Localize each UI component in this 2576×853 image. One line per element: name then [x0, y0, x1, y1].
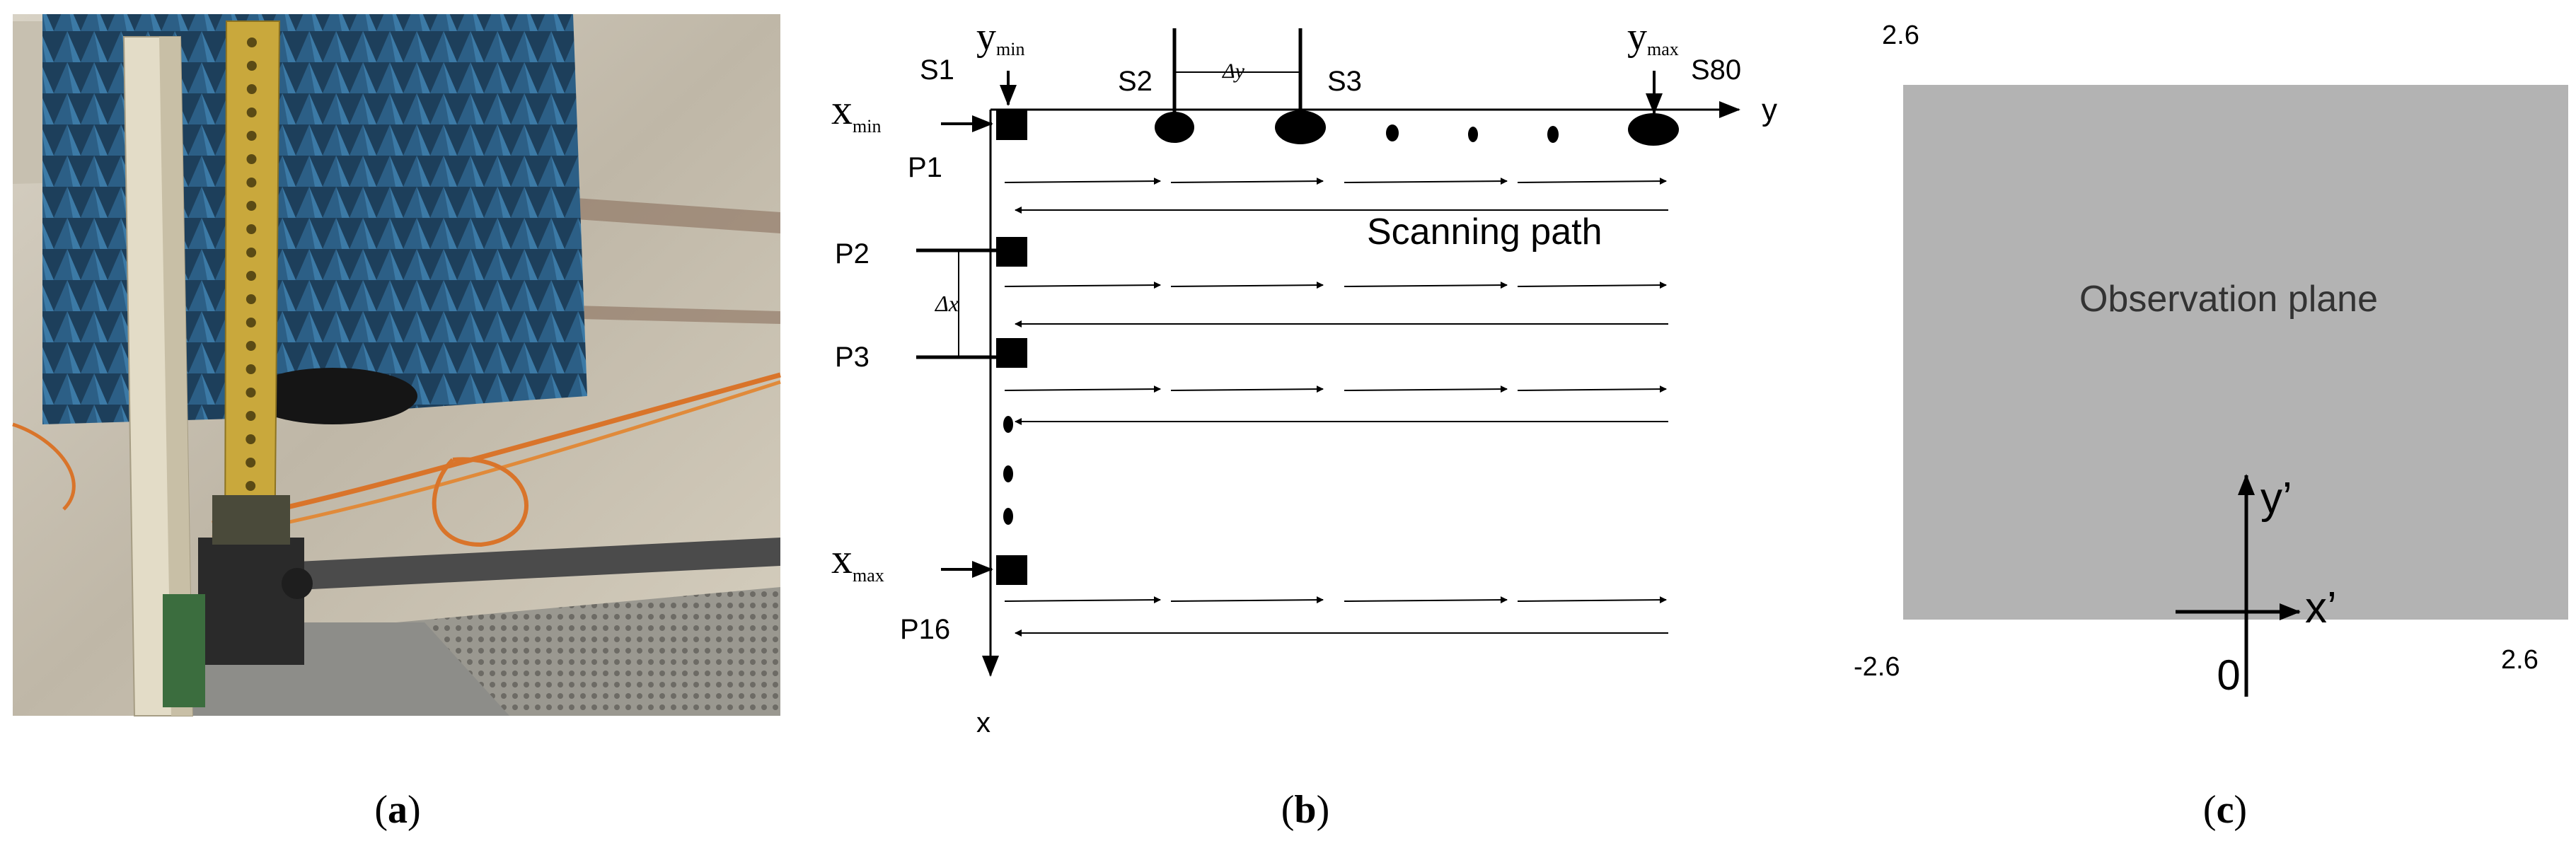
label-x-min: xmin	[831, 86, 881, 137]
scan-arrow-forward	[1344, 385, 1508, 393]
sensor-s3	[1275, 110, 1326, 144]
ellipsis-dot	[1003, 416, 1013, 433]
ellipsis-dot	[1468, 127, 1478, 142]
rail-hole	[246, 318, 256, 327]
photo-wooden-post-side	[159, 37, 192, 716]
label-top-value: 2.6	[1882, 21, 1919, 50]
label-p3: P3	[835, 342, 870, 373]
sensor-p1-s1	[996, 110, 1027, 140]
sensor-s80	[1628, 113, 1679, 146]
label-scanning-path: Scanning path	[1367, 211, 1602, 253]
rail-hole	[246, 458, 256, 468]
label-s2: S2	[1118, 66, 1153, 97]
scan-arrow-forward	[1517, 596, 1667, 604]
rail-hole	[246, 108, 257, 117]
photo-probe-connector	[212, 495, 290, 545]
rail-hole	[246, 224, 257, 234]
scan-arrow-forward	[1170, 596, 1324, 604]
label-delta-y: Δy	[1222, 59, 1245, 83]
caption-c: (c)	[2203, 788, 2247, 832]
scan-arrow-forward	[1517, 385, 1667, 393]
label-s80: S80	[1691, 54, 1741, 86]
scan-arrow-forward	[1517, 282, 1667, 289]
rail-hole	[246, 131, 257, 141]
scan-arrow-forward	[1170, 282, 1324, 289]
scan-arrow-forward	[1004, 178, 1161, 185]
caption-a: (a)	[374, 788, 420, 832]
rail-hole	[246, 178, 257, 187]
label-x-prime: x’	[2305, 584, 2337, 632]
photo-grating	[396, 587, 780, 716]
photo-clamp	[163, 594, 205, 707]
label-delta-x: Δx	[934, 291, 959, 316]
panel-c-diagram: Observation plane y’ x’ 0 2.6 -2.6 2.6	[1854, 21, 2568, 699]
sensor-p3	[996, 338, 1027, 368]
photo-probe-assembly	[198, 538, 304, 665]
scan-arrow-forward	[1004, 385, 1161, 393]
label-axis-y: y	[1762, 93, 1777, 127]
scan-arrow-forward	[1170, 178, 1324, 185]
label-s3: S3	[1327, 66, 1362, 97]
rail-hole	[246, 294, 256, 304]
label-y-min: ymin	[976, 15, 1024, 59]
label-right-value: 2.6	[2501, 645, 2539, 675]
rail-hole	[246, 388, 256, 398]
caption-b: (b)	[1281, 788, 1329, 832]
ellipsis-dot	[1386, 124, 1399, 141]
label-observation-plane: Observation plane	[2079, 279, 2378, 320]
photo-cable	[12, 422, 76, 511]
ellipsis-dot	[1003, 465, 1013, 482]
panel-a-photo	[12, 14, 781, 716]
ellipsis-dot	[1003, 508, 1013, 525]
rail-hole	[246, 434, 256, 444]
label-p16: P16	[900, 614, 950, 645]
photo-cable-loop	[432, 457, 529, 547]
rail-hole	[246, 364, 256, 374]
scan-arrow-forward	[1344, 178, 1508, 185]
observation-plane	[1903, 85, 2568, 620]
scan-arrow-forward	[1004, 596, 1161, 604]
label-y-max: ymax	[1627, 15, 1679, 59]
label-x-max: xmax	[831, 535, 884, 586]
panel-b-diagram: ymin ymax xmin xmax S1 S2 S3 S80 y x Δy …	[831, 15, 1777, 738]
label-s1: S1	[920, 54, 954, 86]
photo-knob	[282, 568, 313, 599]
rail-hole	[246, 248, 257, 257]
scan-arrow-forward	[1344, 282, 1508, 289]
rail-hole	[246, 481, 256, 491]
rail-hole	[246, 61, 257, 71]
photo-rail	[212, 538, 780, 594]
sensor-p16	[996, 555, 1027, 585]
rail-hole	[246, 154, 257, 164]
scan-arrow-forward	[1170, 385, 1324, 393]
rail-hole	[246, 411, 256, 421]
ellipsis-dot	[1547, 126, 1559, 143]
label-p2: P2	[835, 238, 870, 269]
rail-hole	[247, 37, 257, 47]
label-origin: 0	[2217, 651, 2240, 699]
sensor-p2	[996, 237, 1027, 267]
photo-shadow	[248, 368, 417, 424]
label-left-value: -2.6	[1854, 652, 1900, 682]
sensor-s2	[1155, 112, 1194, 143]
scan-arrow-forward	[1004, 282, 1161, 289]
scanning-path	[1004, 178, 1668, 637]
label-p1: P1	[908, 152, 942, 183]
label-axis-x: x	[976, 707, 990, 738]
rail-hole	[246, 84, 257, 94]
rail-hole	[246, 201, 257, 211]
label-y-prime: y’	[2260, 474, 2292, 523]
scan-arrow-forward	[1517, 178, 1667, 185]
scan-arrow-forward	[1344, 596, 1508, 604]
rail-hole	[246, 271, 256, 281]
rail-hole	[246, 341, 256, 351]
